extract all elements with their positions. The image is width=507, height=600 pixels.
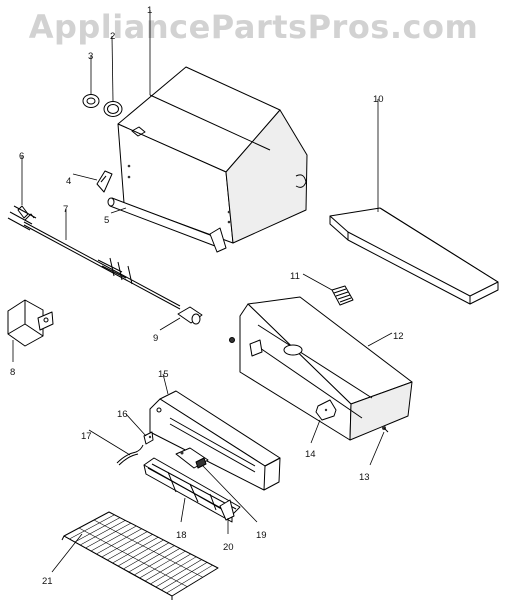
callout-4[interactable]: 4 xyxy=(66,176,71,187)
leader-line-5 xyxy=(110,207,127,214)
part-spit-fork[interactable] xyxy=(7,205,37,231)
callout-leaders xyxy=(12,10,393,573)
leader-line-19 xyxy=(202,465,258,523)
part-hood[interactable] xyxy=(117,66,308,244)
callout-6[interactable]: 6 xyxy=(19,151,24,162)
leader-line-21 xyxy=(51,533,83,573)
callout-11[interactable]: 11 xyxy=(290,271,300,282)
part-control-panel[interactable] xyxy=(149,390,281,491)
part-pan-clip[interactable] xyxy=(219,499,235,521)
callout-3[interactable]: 3 xyxy=(88,51,93,62)
leader-line-2 xyxy=(111,35,114,102)
callout-1[interactable]: 1 xyxy=(147,5,152,16)
part-thermometer[interactable] xyxy=(82,94,100,108)
part-vent-grille[interactable] xyxy=(331,285,354,306)
part-bezel[interactable] xyxy=(103,101,123,117)
callout-9[interactable]: 9 xyxy=(153,333,158,344)
callout-8[interactable]: 8 xyxy=(10,367,15,378)
callout-17[interactable]: 17 xyxy=(81,431,92,442)
part-handle[interactable] xyxy=(107,197,227,253)
part-frame[interactable] xyxy=(143,457,241,523)
callout-21[interactable]: 21 xyxy=(42,576,53,587)
part-side-shelf[interactable] xyxy=(329,207,499,305)
callout-2[interactable]: 2 xyxy=(110,31,115,42)
callout-14[interactable]: 14 xyxy=(305,449,316,460)
callout-10[interactable]: 10 xyxy=(373,94,384,105)
leader-line-15 xyxy=(162,373,169,395)
callout-18[interactable]: 18 xyxy=(176,530,187,541)
part-spit-rod[interactable] xyxy=(23,221,181,310)
part-switch[interactable] xyxy=(143,431,154,445)
part-rotisserie-motor[interactable] xyxy=(7,299,54,347)
leader-line-18 xyxy=(180,497,186,523)
callout-20[interactable]: 20 xyxy=(223,542,234,553)
part-wire-harness[interactable] xyxy=(116,444,144,466)
part-cooking-grid[interactable] xyxy=(61,511,219,600)
callout-13[interactable]: 13 xyxy=(359,472,370,483)
callout-7[interactable]: 7 xyxy=(63,204,68,215)
callout-19[interactable]: 19 xyxy=(256,530,267,541)
site-watermark: AppliancePartsPros.com xyxy=(28,8,479,46)
part-handle-bracket[interactable] xyxy=(96,170,113,193)
leader-line-16 xyxy=(125,413,147,437)
part-screw[interactable] xyxy=(382,426,389,433)
leader-line-17 xyxy=(88,429,131,456)
part-mounting-bracket[interactable] xyxy=(315,399,337,421)
leader-line-12 xyxy=(367,332,393,347)
part-spit-handle[interactable] xyxy=(177,306,203,325)
leader-line-13 xyxy=(369,431,385,466)
leader-line-4 xyxy=(72,173,98,181)
leader-line-11 xyxy=(302,273,333,291)
callout-16[interactable]: 16 xyxy=(117,409,128,420)
leader-line-14 xyxy=(310,419,321,444)
part-ignitor-module[interactable] xyxy=(175,447,209,469)
leader-line-9 xyxy=(159,317,181,331)
callout-5[interactable]: 5 xyxy=(104,215,109,226)
callout-12[interactable]: 12 xyxy=(393,331,404,342)
callout-15[interactable]: 15 xyxy=(158,369,169,380)
